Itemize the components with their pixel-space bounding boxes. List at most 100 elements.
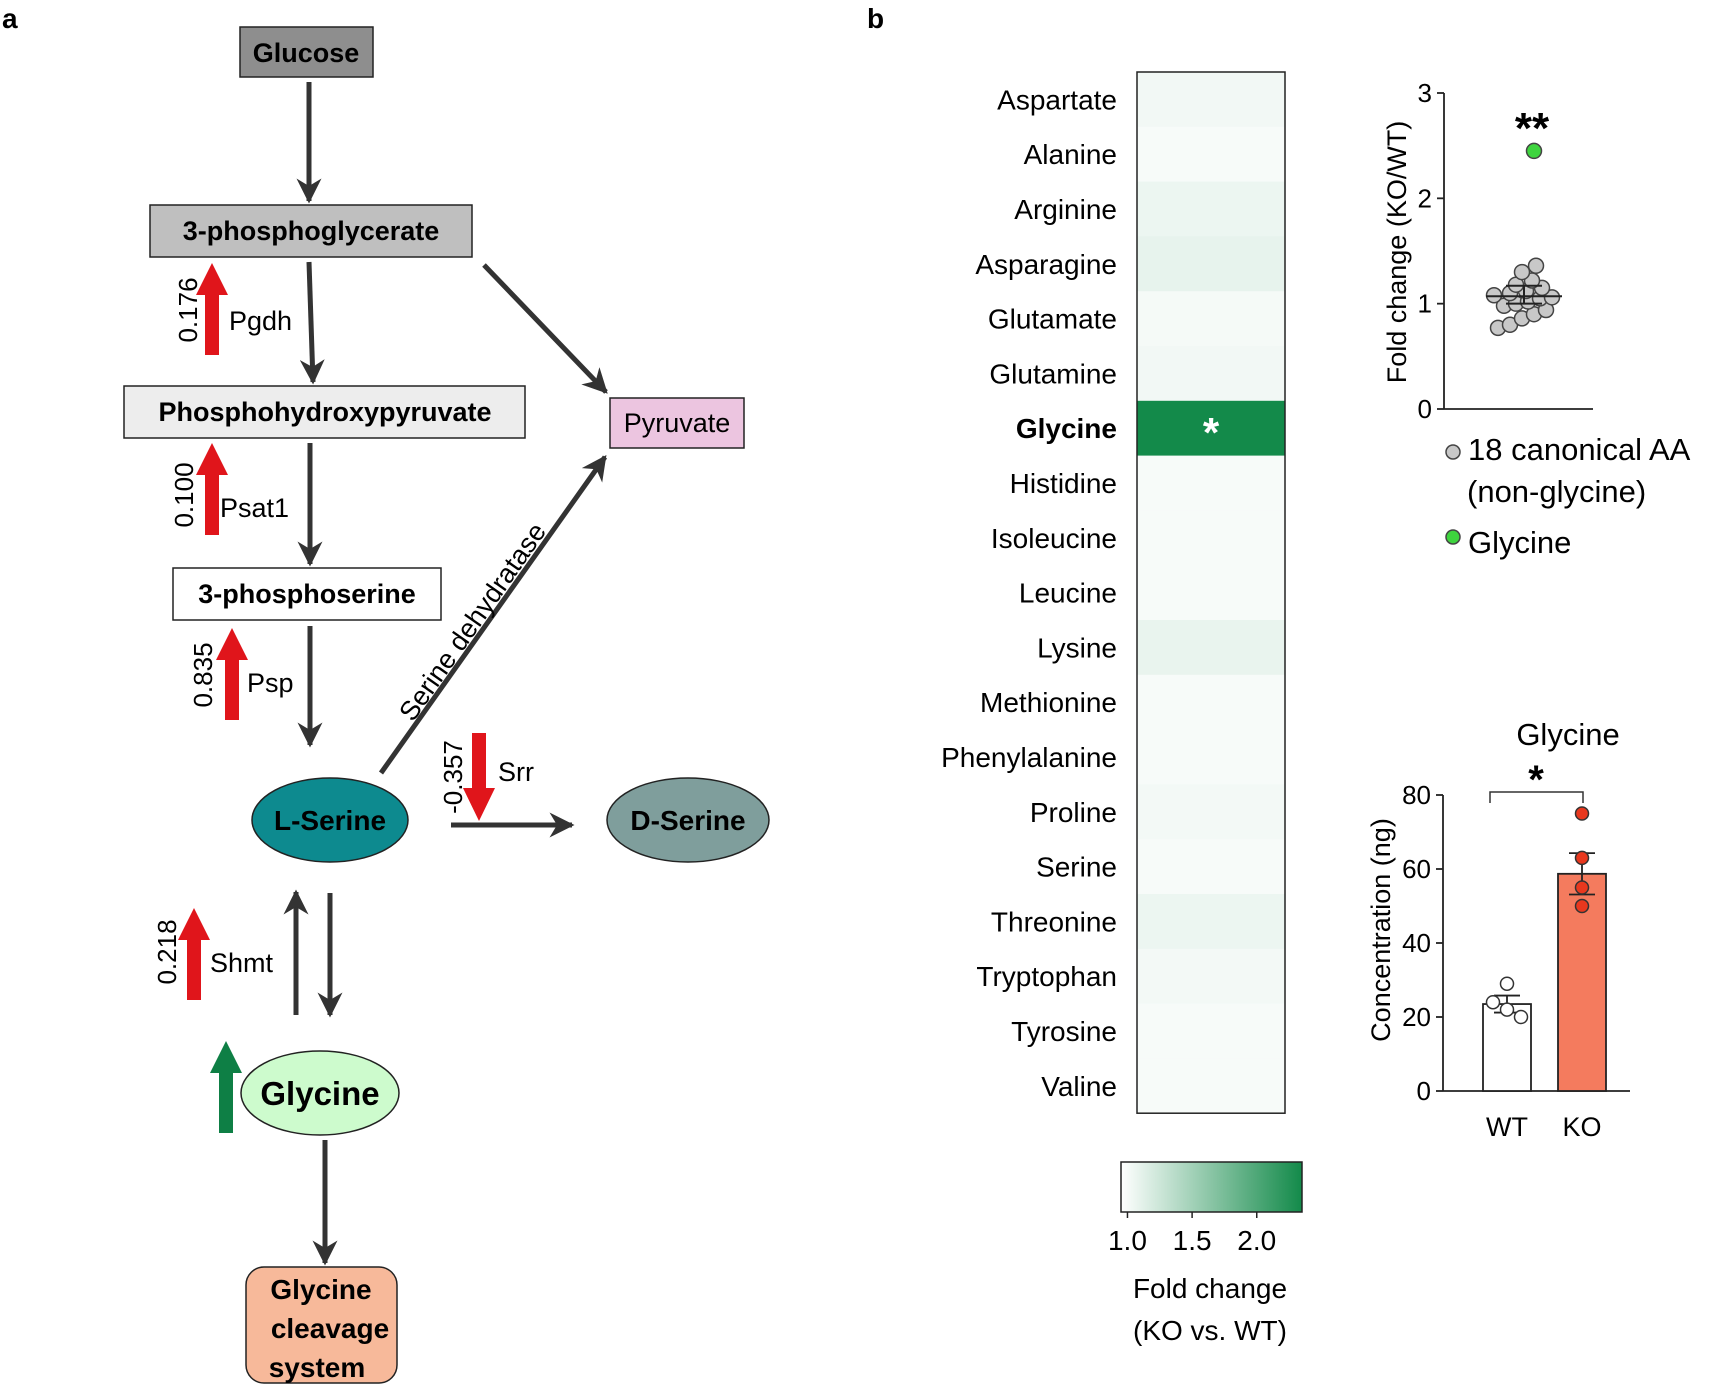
panel-b: b AspartateAlanineArginineAsparagineGlut…: [867, 3, 1691, 1346]
gcs-box: [245, 1266, 398, 1384]
bar-y-tick-label: 0: [1417, 1076, 1431, 1106]
arrow-pg3-php: [299, 261, 325, 385]
shmt-up-arrow: [178, 908, 210, 1000]
heatmap-row-label: Glutamate: [988, 304, 1117, 335]
scatter-point-glycine: [1525, 142, 1543, 160]
lserine-label: L-Serine: [274, 805, 386, 836]
heatmap-row-label: Isoleucine: [991, 523, 1117, 554]
heatmap-row-label: Threonine: [991, 906, 1117, 937]
glucose-label: Glucose: [253, 38, 360, 68]
bar-y-tick-label: 80: [1402, 780, 1431, 810]
heatmap-border: [1136, 71, 1286, 1114]
heatmap-cell: [1137, 126, 1285, 183]
heatmap-row-label: Alanine: [1024, 139, 1117, 170]
heatmap-row-label: Tyrosine: [1011, 1016, 1117, 1047]
heatmap-cell: [1137, 236, 1285, 292]
psat1-up-arrow: [196, 443, 228, 535]
php-box: [123, 385, 526, 439]
psp-up-arrow: [216, 628, 248, 720]
legend-marker-glycine: [1445, 529, 1461, 545]
heatmap-row-label: Arginine: [1014, 194, 1117, 225]
heatmap-row-label: Methionine: [980, 687, 1117, 718]
legend-label-canonical-line2: (non-glycine): [1467, 474, 1646, 509]
scatter-point-canonical: [1513, 263, 1531, 281]
legend-label-canonical: 18 canonical AA: [1468, 432, 1691, 467]
pg3-label: 3-phosphoglycerate: [183, 216, 440, 246]
bar-point-ko: [1574, 898, 1590, 914]
bar-y-tick-label: 40: [1402, 928, 1431, 958]
heatmap-row-label: Serine: [1036, 852, 1117, 883]
heatmap-row-label: Asparagine: [975, 249, 1117, 280]
psat1-label: Psat1: [220, 493, 289, 523]
bar-y-tick-label: 20: [1402, 1002, 1431, 1032]
heatmap-row-label: Proline: [1030, 797, 1117, 828]
bar-significance-bracket: [1489, 791, 1584, 803]
gcs-label-line1: Glycine: [270, 1274, 371, 1305]
heatmap-cell: [1137, 894, 1285, 950]
panel-b-label: b: [867, 3, 884, 34]
php-label: Phosphohydroxypyruvate: [158, 397, 491, 427]
heatmap-cell: [1137, 839, 1285, 895]
psp-label: Psp: [247, 668, 294, 698]
lserine-node: [251, 777, 409, 863]
bar-point-ko: [1574, 880, 1590, 895]
scatter-y-tick-label: 3: [1418, 78, 1432, 108]
heatmap-row-label: Glycine: [1016, 413, 1117, 444]
shmt-value: 0.218: [152, 919, 182, 984]
legend-label-glycine: Glycine: [1468, 525, 1571, 560]
shmt-label: Shmt: [210, 948, 274, 978]
pyruvate-box: [609, 397, 745, 449]
bar-category-label: WT: [1486, 1112, 1528, 1142]
srr-value: -0.357: [438, 740, 468, 814]
colorbar-tick-label: 1.0: [1108, 1225, 1147, 1256]
heatmap-cell: [1137, 181, 1285, 237]
srr-label: Srr: [498, 757, 534, 787]
heatmap-cell: [1137, 400, 1285, 457]
bar-point-wt: [1499, 976, 1515, 991]
heatmap-row-label: Histidine: [1010, 468, 1117, 499]
colorbar-tick-label: 1.5: [1173, 1225, 1212, 1256]
pgdh-value: 0.176: [173, 277, 203, 342]
heatmap-row-label: Leucine: [1019, 578, 1117, 609]
dserine-label: D-Serine: [630, 805, 745, 836]
arrow-pg3-pyruvate: [482, 263, 608, 394]
colorbar-label-line2: (KO vs. WT): [1133, 1315, 1287, 1346]
bar-ylabel: Concentration (ng): [1366, 818, 1396, 1042]
panel-a: a Glucose 3-phosphoglycerate Phosphohydr…: [2, 3, 770, 1384]
colorbar: [1120, 1161, 1303, 1213]
pyruvate-label: Pyruvate: [624, 408, 731, 438]
bar-point-ko: [1574, 850, 1590, 866]
bar-point-ko: [1574, 806, 1590, 821]
heatmap-cell: [1137, 72, 1285, 128]
heatmap-row-label: Phenylalanine: [941, 742, 1117, 773]
scatter-y-tick-label: 1: [1418, 289, 1432, 319]
pgdh-label: Pgdh: [229, 306, 292, 336]
heatmap-cell: [1137, 1058, 1285, 1114]
scatter-ylabel: Fold change (KO/WT): [1382, 121, 1412, 384]
colorbar-label-line1: Fold change: [1133, 1273, 1287, 1304]
arrow-lserine-pyruvate: [378, 454, 608, 775]
pgdh-up-arrow: [196, 263, 228, 355]
gcs-label-line3: system: [269, 1352, 366, 1383]
scatter-point-canonical: [1543, 289, 1561, 306]
bar-category-label: KO: [1562, 1112, 1601, 1142]
heatmap-cell: [1137, 565, 1285, 621]
bar-y-tick-label: 60: [1402, 854, 1431, 884]
bar-point-wt: [1485, 994, 1501, 1010]
heatmap-row-label: Lysine: [1037, 632, 1117, 663]
scatter-y-tick-label: 0: [1418, 394, 1432, 424]
heatmap-cell: [1137, 729, 1285, 785]
heatmap-cell: [1137, 948, 1285, 1005]
scatter-point-canonical: [1527, 257, 1545, 274]
bar-point-wt: [1499, 1002, 1515, 1017]
bar-significance: *: [1528, 758, 1544, 802]
heatmap-cell: [1137, 784, 1285, 840]
heatmap-cell: [1137, 674, 1285, 731]
psp-value: 0.835: [188, 642, 218, 707]
dserine-node: [606, 777, 770, 863]
heatmap-row-label: Glutamine: [989, 358, 1117, 389]
heatmap-row-label: Valine: [1041, 1071, 1117, 1102]
heatmap-cell: [1137, 455, 1285, 511]
scatter-significance: **: [1515, 104, 1550, 153]
